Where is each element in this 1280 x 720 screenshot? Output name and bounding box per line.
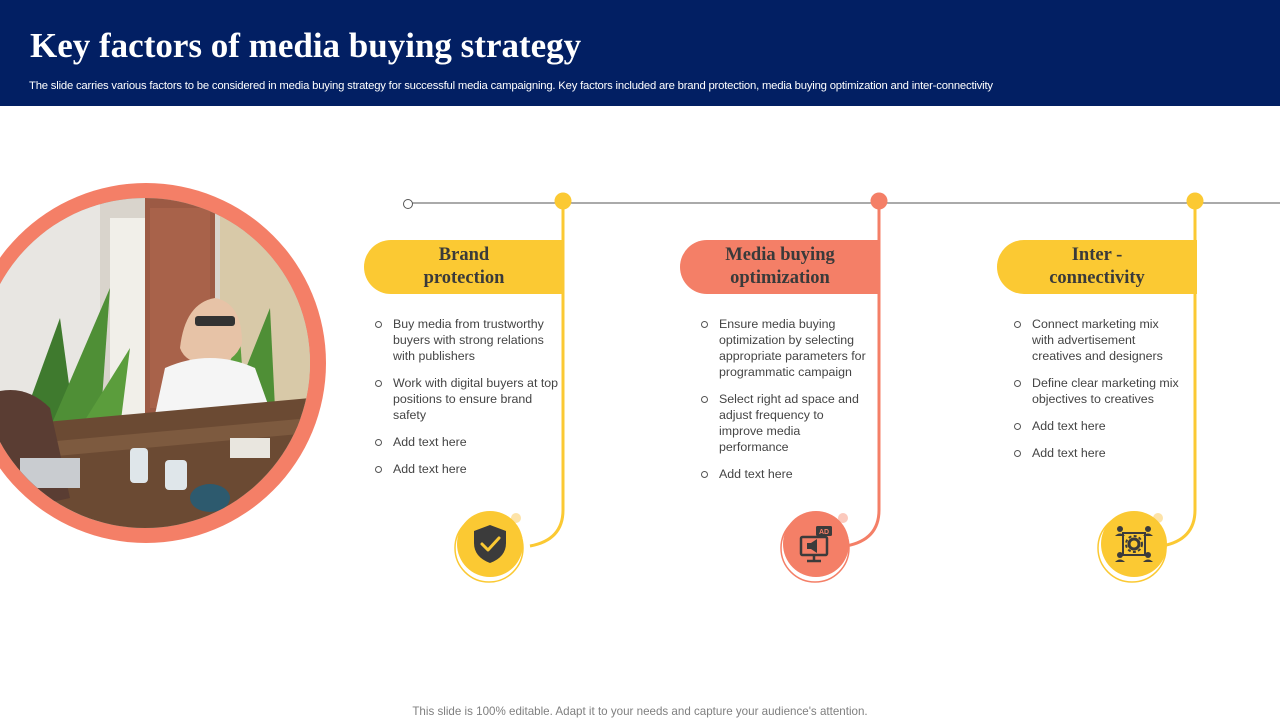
bullet-list-1: Buy media from trustworthy buyers with s…	[373, 316, 561, 488]
slide-subtitle: The slide carries various factors to be …	[29, 80, 993, 92]
timeline-dot-2	[870, 192, 888, 210]
icon-badge-3	[1101, 511, 1167, 577]
header-banner: Key factors of media buying strategy The…	[0, 0, 1280, 106]
list-item: Ensure media buying optimization by sele…	[699, 316, 871, 380]
timeline-dot-3	[1186, 192, 1204, 210]
connector-1	[529, 201, 565, 548]
list-item: Connect marketing mix with advertisement…	[1012, 316, 1184, 364]
list-item: Add text here	[1012, 445, 1184, 461]
bullet-list-3: Connect marketing mix with advertisement…	[1012, 316, 1184, 472]
ad-label: AD	[819, 529, 829, 536]
timeline-start-dot	[403, 199, 413, 209]
card-title-brand-protection: Brand protection	[364, 240, 564, 294]
connector-3	[1161, 201, 1197, 548]
network-gear-icon	[1115, 526, 1153, 562]
footer-note: This slide is 100% editable. Adapt it to…	[412, 705, 868, 718]
list-item: Buy media from trustworthy buyers with s…	[373, 316, 561, 364]
list-item: Define clear marketing mix objectives to…	[1012, 375, 1184, 407]
list-item: Add text here	[373, 434, 561, 450]
list-item: Add text here	[1012, 418, 1184, 434]
icon-badge-2: AD	[783, 511, 849, 577]
list-item: Work with digital buyers at top position…	[373, 375, 561, 423]
ad-monitor-icon: AD	[799, 526, 832, 563]
shield-check-icon	[474, 525, 506, 563]
slide-title: Key factors of media buying strategy	[30, 26, 582, 65]
list-item: Add text here	[699, 466, 871, 482]
card-title-text: Brand protection	[423, 245, 505, 288]
card-title-text: Media buying optimization	[725, 245, 835, 288]
card-title-inter-connectivity: Inter - connectivity	[997, 240, 1197, 294]
card-title-text: Inter - connectivity	[1049, 245, 1145, 288]
icon-badge-1	[457, 511, 523, 577]
list-item: Select right ad space and adjust frequen…	[699, 391, 871, 455]
list-item: Add text here	[373, 461, 561, 477]
timeline-dot-1	[554, 192, 572, 210]
bullet-list-2: Ensure media buying optimization by sele…	[699, 316, 871, 493]
card-title-media-buying-optimization: Media buying optimization	[680, 240, 880, 294]
connector-2	[845, 201, 881, 548]
decor-dot-2	[838, 513, 848, 523]
